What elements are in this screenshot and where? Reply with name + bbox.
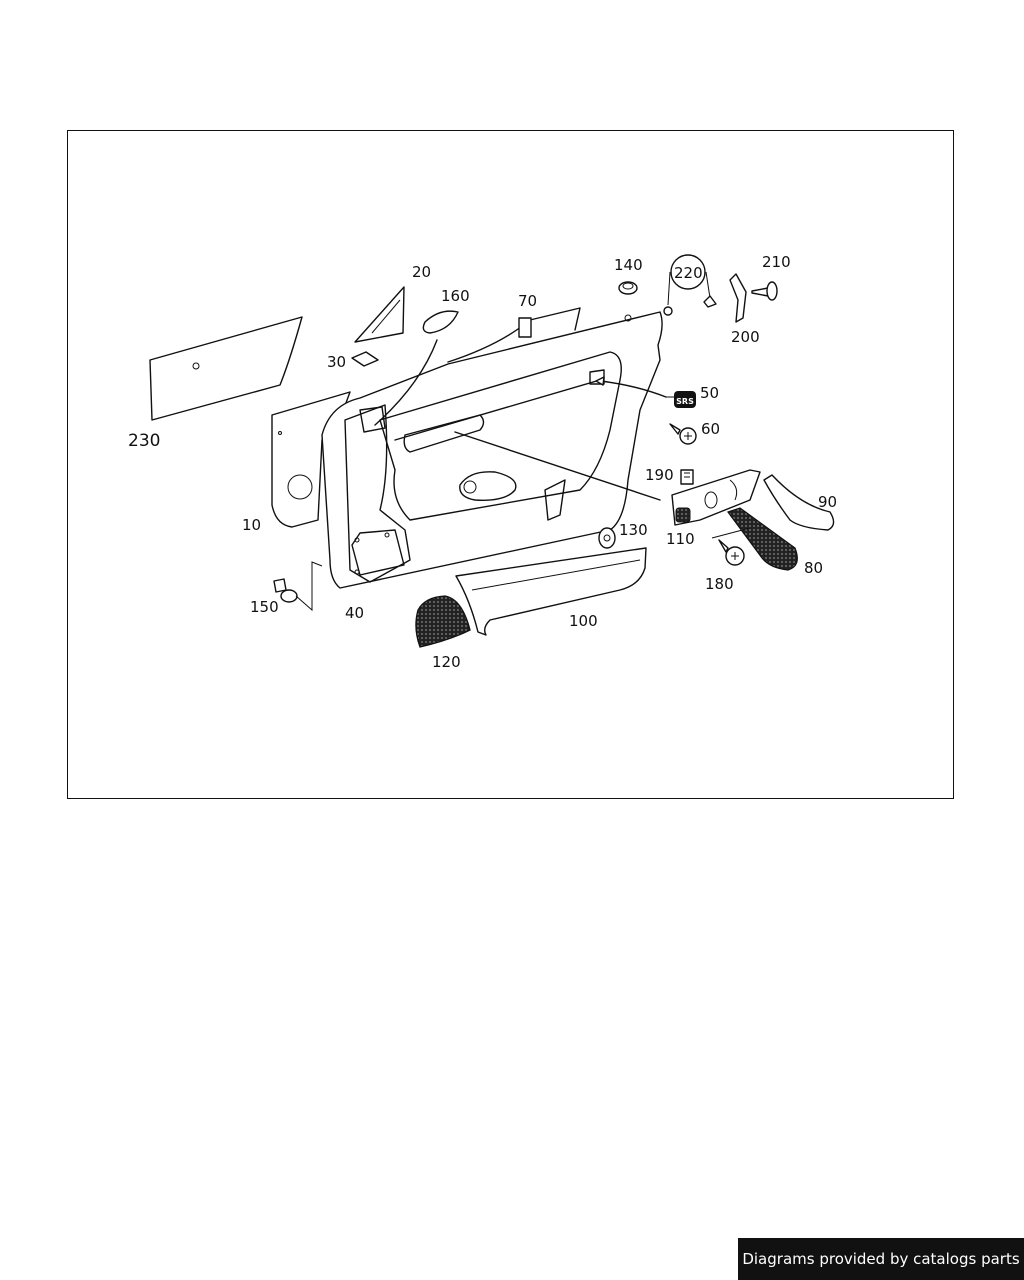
label-200: 200 bbox=[731, 328, 760, 346]
part-180-screw bbox=[711, 527, 751, 566]
part-230-insulation-sheet bbox=[149, 316, 303, 421]
label-60: 60 bbox=[701, 420, 720, 438]
label-80: 80 bbox=[804, 559, 823, 577]
part-200-bracket bbox=[729, 273, 747, 323]
part-50-srs-emblem: SRS bbox=[666, 391, 696, 408]
label-70: 70 bbox=[518, 292, 537, 310]
label-50: 50 bbox=[700, 384, 719, 402]
leader-50 bbox=[599, 380, 667, 398]
label-210: 210 bbox=[762, 253, 791, 271]
label-150: 150 bbox=[250, 598, 279, 616]
leader-50-arrow bbox=[595, 376, 605, 386]
label-230: 230 bbox=[128, 431, 160, 451]
label-220: 220 bbox=[674, 264, 703, 282]
part-110-armrest-trim bbox=[671, 469, 761, 526]
label-20: 20 bbox=[412, 263, 431, 281]
label-90: 90 bbox=[818, 493, 837, 511]
diagram-frame bbox=[67, 130, 954, 799]
label-160: 160 bbox=[441, 287, 470, 305]
door-trim-panel bbox=[321, 307, 663, 589]
label-110: 110 bbox=[666, 530, 695, 548]
part-70-clip bbox=[518, 317, 532, 338]
part-220-group bbox=[663, 254, 717, 316]
leader-160 bbox=[374, 339, 438, 426]
part-30-clip bbox=[351, 351, 379, 367]
label-100: 100 bbox=[569, 612, 598, 630]
part-100-lower-trim bbox=[455, 547, 647, 636]
part-150-push-clip bbox=[273, 561, 323, 612]
label-120: 120 bbox=[432, 653, 461, 671]
part-60-screw bbox=[669, 423, 697, 445]
label-180: 180 bbox=[705, 575, 734, 593]
part-90-handle-cover bbox=[763, 474, 835, 531]
part-80-handle-bracket bbox=[727, 507, 798, 571]
part-20-mirror-cover bbox=[354, 286, 405, 343]
label-10: 10 bbox=[242, 516, 261, 534]
part-120-speaker-grille bbox=[415, 595, 471, 648]
label-190: 190 bbox=[645, 466, 674, 484]
part-210-screw bbox=[751, 281, 778, 301]
part-190-clip bbox=[680, 469, 694, 485]
part-130-plug bbox=[598, 527, 616, 549]
part-140-grommet bbox=[618, 281, 638, 295]
leader-110 bbox=[454, 431, 661, 501]
srs-emblem-text: SRS bbox=[676, 397, 694, 406]
part-160-cover bbox=[422, 310, 459, 334]
label-140: 140 bbox=[614, 256, 643, 274]
label-40: 40 bbox=[345, 604, 364, 622]
label-30: 30 bbox=[327, 353, 346, 371]
label-130: 130 bbox=[619, 521, 648, 539]
part-labels: 10 20 30 40 50 60 70 80 90 100 110 120 1… bbox=[128, 253, 837, 671]
credit-footer: Diagrams provided by catalogs parts bbox=[738, 1238, 1024, 1280]
